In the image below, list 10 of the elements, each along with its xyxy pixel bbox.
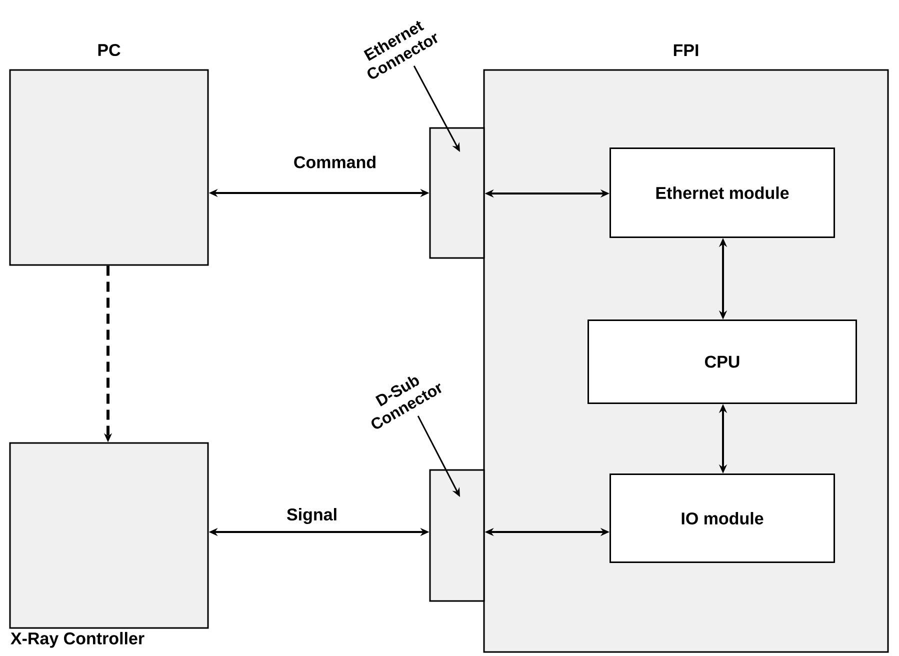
connector-box xyxy=(429,469,485,602)
heading: X-Ray Controller xyxy=(10,632,144,648)
heading: PC xyxy=(98,44,120,56)
edge-label: Signal xyxy=(286,508,336,524)
edge-label: Command xyxy=(294,156,376,168)
heading: FPI xyxy=(674,44,698,56)
module-box: CPU xyxy=(588,320,857,404)
module-box: IO module xyxy=(610,474,835,563)
connector-box xyxy=(429,127,485,259)
module-box: Ethernet module xyxy=(610,148,835,238)
